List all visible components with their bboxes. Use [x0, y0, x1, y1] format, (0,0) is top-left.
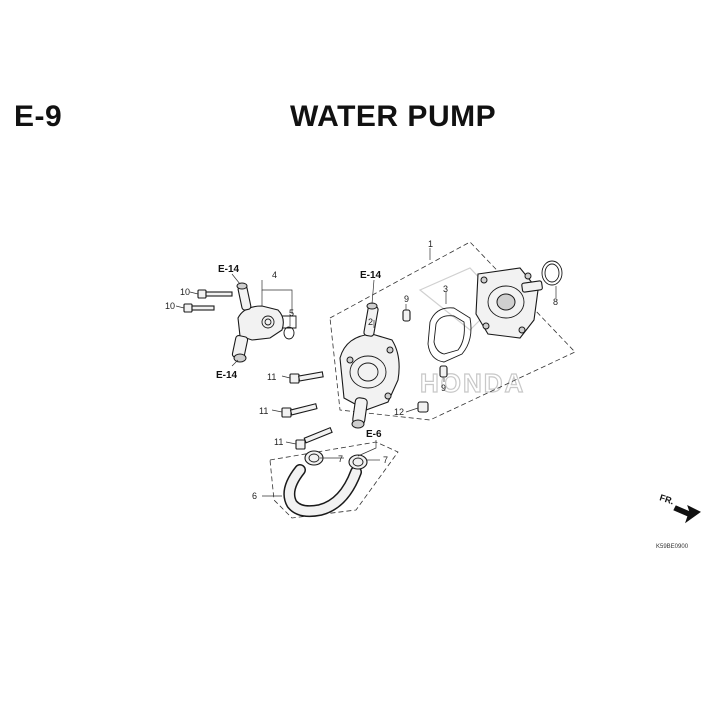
- callout-3: 3: [443, 284, 448, 294]
- direction-label: FR.: [658, 492, 675, 506]
- callout-11-lower: 11: [274, 437, 283, 447]
- ref-label-left-top: E-14: [218, 264, 240, 275]
- part-8-o-ring: [541, 260, 563, 286]
- callout-2: 2: [368, 317, 373, 327]
- callout-5: 5: [289, 308, 294, 318]
- part-12-bolt: [417, 401, 429, 413]
- part-11-bolt-middle: [281, 403, 318, 418]
- part-4-joint-housing: [231, 282, 297, 363]
- part-11-bolt-upper: [289, 371, 324, 384]
- ref-label-hose: E-6: [366, 429, 382, 440]
- part-9-dowel-pin-lower: [439, 365, 448, 378]
- callout-9-lower: 9: [441, 383, 446, 393]
- page-title: WATER PUMP: [290, 100, 497, 133]
- callout-4: 4: [272, 270, 277, 280]
- callout-9-upper: 9: [404, 294, 409, 304]
- callout-1: 1: [428, 239, 433, 249]
- callout-12: 12: [394, 407, 404, 417]
- part-9-dowel-pin-upper: [402, 309, 411, 322]
- callout-10-upper: 10: [180, 287, 190, 297]
- forward-arrow-icon: [673, 505, 701, 524]
- part-2-pump-cover: [339, 302, 400, 429]
- honda-watermark: HONDA: [418, 267, 525, 399]
- callout-8: 8: [553, 297, 558, 307]
- part-11-bolt-lower: [295, 426, 333, 450]
- ref-label-left-bottom: E-14: [216, 370, 238, 381]
- callout-11-middle: 11: [259, 406, 268, 416]
- ref-label-pump-top: E-14: [360, 270, 382, 281]
- assembly-outline: [329, 241, 576, 421]
- callout-7-left: 7: [338, 454, 343, 464]
- part-7-hose-clamp-right: [348, 454, 368, 470]
- part-3-gasket: [427, 307, 472, 363]
- section-code: E-9: [14, 100, 63, 133]
- part-5-o-ring: [283, 326, 295, 340]
- pump-body: [475, 267, 543, 339]
- part-10-bolt-lower: [183, 303, 215, 313]
- callout-11-upper: 11: [267, 372, 276, 382]
- callout-6: 6: [252, 491, 257, 501]
- forward-direction-indicator: FR.: [658, 492, 701, 524]
- watermark-text: HONDA: [420, 368, 525, 398]
- leader-lines: [175, 248, 557, 497]
- diagram-code: K59BE0900: [656, 544, 689, 550]
- callout-10-lower: 10: [165, 301, 175, 311]
- callout-7-right: 7: [383, 455, 388, 465]
- part-10-bolt-upper: [197, 289, 233, 299]
